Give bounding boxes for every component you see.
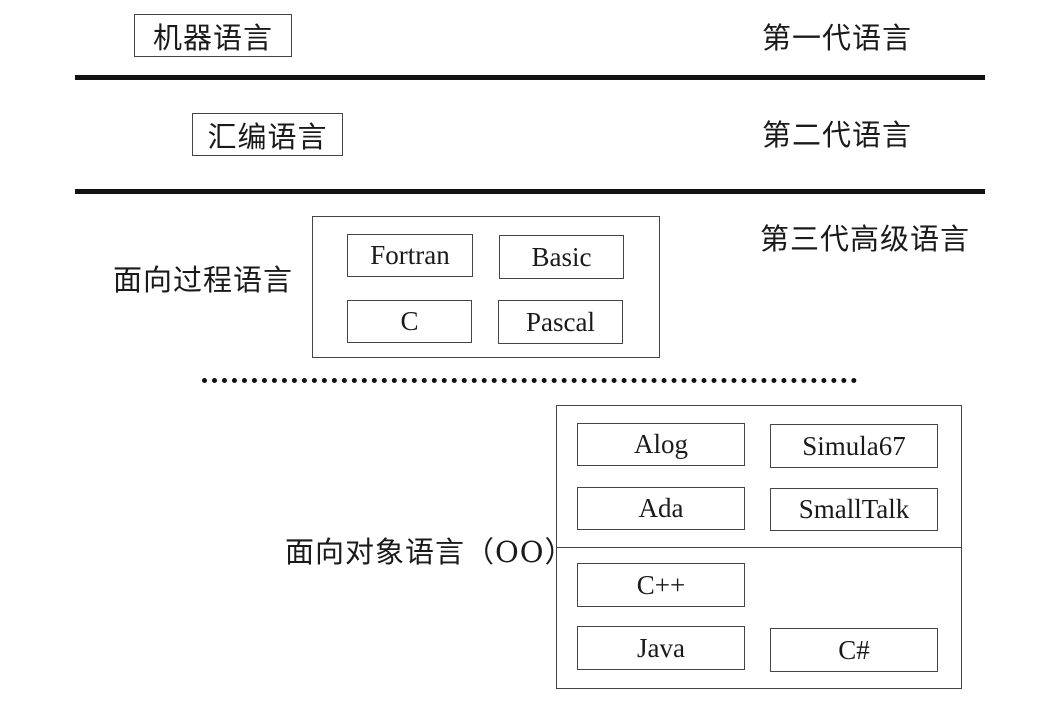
procedural-language-group [312,216,660,358]
language-csharp-label: C# [838,634,870,665]
language-cpp-label: C++ [636,569,686,600]
language-fortran: Fortran [347,234,473,277]
object-oriented-group-divider [556,547,962,548]
object-oriented-language-label: 面向对象语言（OO） [285,535,575,569]
language-simula67: Simula67 [770,424,938,468]
assembly-language-label: 汇编语言 [207,119,328,154]
language-basic: Basic [499,235,624,279]
second-generation-label: 第二代语言 [762,118,913,152]
separator-line-2 [75,189,985,194]
language-smalltalk-label: SmallTalk [798,494,910,524]
third-generation-label: 第三代高级语言 [760,222,971,256]
language-pascal: Pascal [498,300,623,344]
machine-language-box: 机器语言 [134,14,292,57]
procedural-language-label: 面向过程语言 [113,263,294,297]
language-basic-label: Basic [531,241,592,272]
dotted-separator [202,378,857,383]
language-alog-label: Alog [634,429,688,459]
language-c: C [347,300,472,343]
language-smalltalk: SmallTalk [770,488,938,531]
language-java: Java [577,626,745,670]
language-ada-label: Ada [638,493,684,523]
language-alog: Alog [577,423,745,466]
first-generation-label: 第一代语言 [762,21,913,55]
language-fortran-label: Fortran [370,240,450,270]
language-simula67-label: Simula67 [802,430,906,461]
assembly-language-box: 汇编语言 [192,113,343,156]
language-csharp: C# [770,628,938,672]
separator-line-1 [75,75,985,80]
language-c-label: C [400,306,419,336]
language-pascal-label: Pascal [526,306,595,337]
language-java-label: Java [637,632,685,663]
language-cpp: C++ [577,563,745,607]
language-ada: Ada [577,487,745,530]
machine-language-label: 机器语言 [152,20,273,55]
